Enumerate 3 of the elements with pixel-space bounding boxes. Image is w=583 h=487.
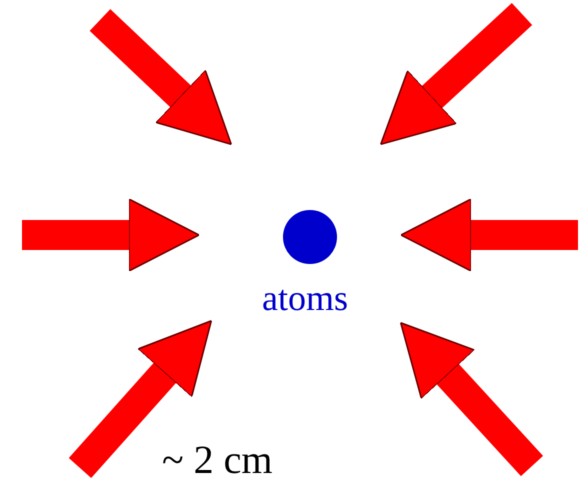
atom-dot [283, 210, 337, 264]
node-caption: atoms [262, 278, 348, 318]
dimension-text: ~ 2 cm [162, 438, 273, 482]
